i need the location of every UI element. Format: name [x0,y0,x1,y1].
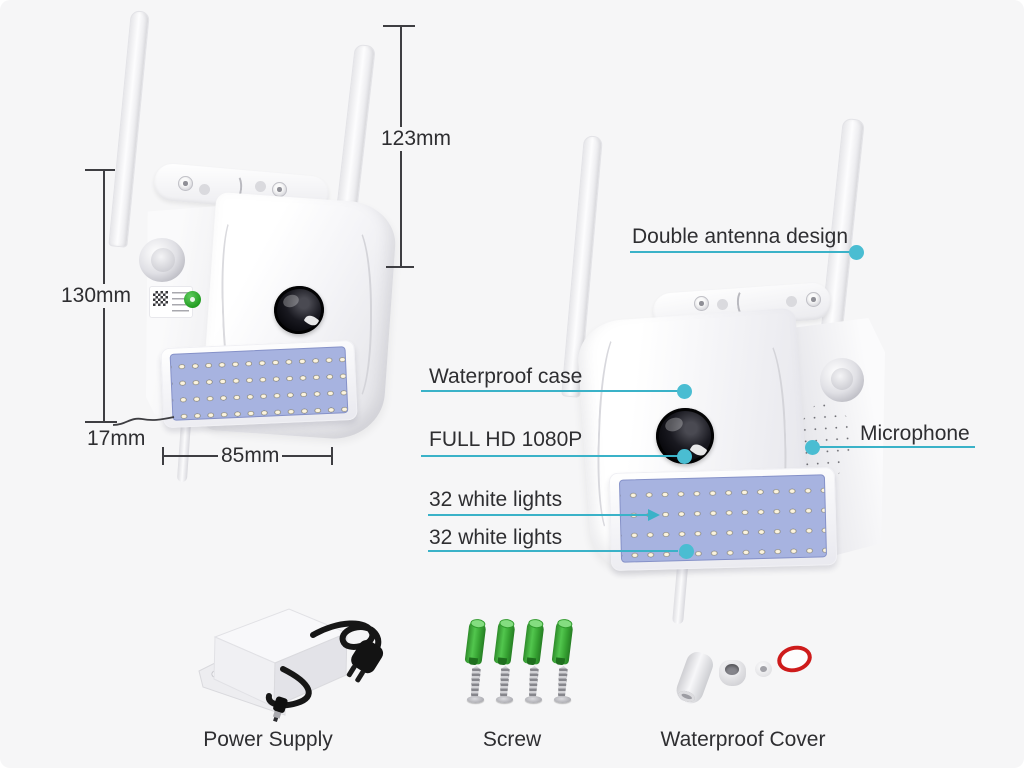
dim-130-tick-top [85,169,115,171]
left-antenna-hinge-cap [151,248,175,272]
callout-lights-row1-line [428,514,650,516]
waterproof-cover-label: Waterproof Cover [660,728,826,751]
right-antenna-hinge-cap [831,368,853,390]
power-supply-label: Power Supply [203,728,333,751]
callout-double-antenna-label: Double antenna design [632,225,849,248]
dim-panel-depth-label: 17mm [84,427,149,452]
callout-lights-row2-label: 32 white lights [429,526,563,549]
dim-123-tick-bottom [386,266,414,268]
screw-label: Screw [482,728,542,751]
wall-anchor-icon [464,621,487,665]
left-bracket-screw-icon [178,176,193,191]
right-led-panel [608,467,838,571]
callout-waterproof-case-dot [677,384,692,399]
dim-85-tick-right [331,447,333,465]
left-bracket-screw-icon [272,182,287,197]
callout-microphone-dot [805,440,820,455]
callout-lights-row2-dot [679,544,694,559]
callout-lights-row1-arrow [648,509,660,521]
callout-waterproof-case-label: Waterproof case [429,365,583,388]
waterproof-cover-nut-icon [719,660,746,686]
left-led-panel [160,339,358,429]
waterproof-cover-grommet-icon [755,661,772,677]
screw-head-icon [467,696,484,703]
callout-lights-row1-label: 32 white lights [429,488,563,511]
dim-17-squiggle [112,416,175,426]
dim-130-tick-bottom [85,421,117,423]
callout-lights-row2-line [428,550,678,552]
screw-icon [557,666,568,699]
wall-anchor-icon [522,621,545,665]
wall-anchor-icon [493,621,516,665]
left-camera-antenna-left-icon [108,10,150,248]
dim-antenna-height-label: 123mm [378,127,455,152]
left-bracket-hole-icon [255,181,266,192]
screw-head-icon [496,696,513,703]
led-grid-icon [169,346,349,421]
right-bracket-hole-icon [786,296,797,307]
left-face-seam-line [338,225,372,404]
waterproof-cover-cylinder-icon [672,648,717,708]
right-bracket-hole-icon [717,299,728,310]
screw-head-icon [554,696,571,703]
screw-icon [470,666,481,699]
callout-full-hd-label: FULL HD 1080P [429,428,583,451]
callout-double-antenna-dot [849,245,864,260]
callout-waterproof-case-line [421,390,679,392]
callout-microphone-label: Microphone [860,422,970,445]
callout-full-hd-dot [677,449,692,464]
callout-double-antenna-line [630,251,852,253]
dim-body-height-label: 130mm [58,284,135,309]
power-supply-icon [198,608,384,722]
left-camera-cable [176,419,192,483]
wall-anchor-icon [551,621,574,665]
screw-icon [499,666,510,699]
right-bracket-screw-icon [806,292,821,307]
callout-microphone-line [812,446,975,448]
qr-code-icon [153,291,168,306]
callout-full-hd-line [421,455,679,457]
dim-85-tick-left [162,447,164,465]
right-bracket-screw-icon [694,296,709,311]
screw-icon [528,666,539,699]
screw-head-icon [525,696,542,703]
left-bracket-hole-icon [199,184,210,195]
waterproof-cover-oring-icon [774,642,815,676]
dim-body-width-label: 85mm [218,444,283,469]
reset-button-icon [184,291,201,308]
dim-123-tick-top [383,25,415,27]
